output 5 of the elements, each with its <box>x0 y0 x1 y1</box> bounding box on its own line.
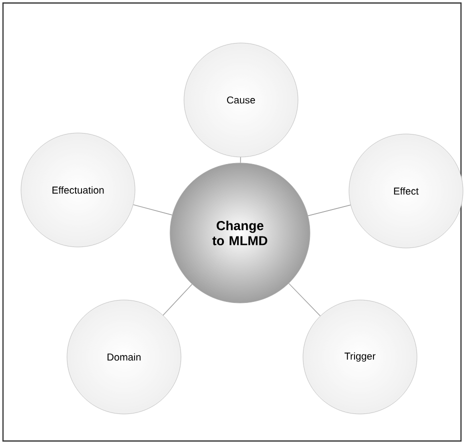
connector-line <box>132 204 172 216</box>
connector-line <box>288 283 321 316</box>
connector-line <box>240 156 241 164</box>
connector-line <box>308 204 351 216</box>
connector-line <box>162 284 192 316</box>
